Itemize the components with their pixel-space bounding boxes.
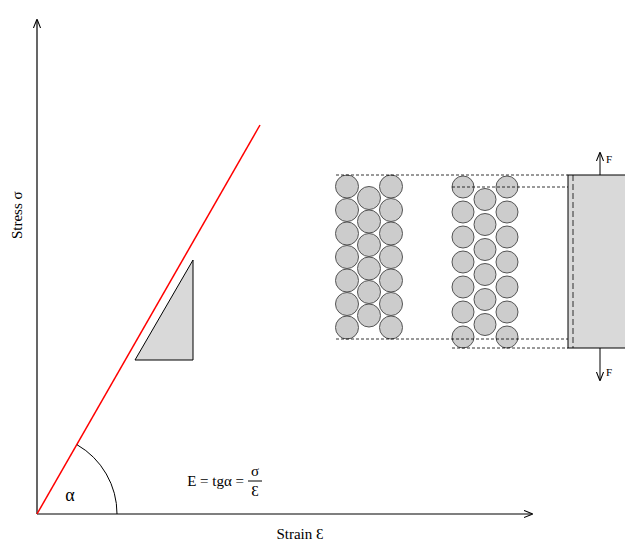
atom <box>474 214 496 236</box>
y-axis <box>36 20 37 514</box>
dashed-guide <box>452 348 568 349</box>
x-axis <box>37 513 532 514</box>
atom <box>336 246 359 269</box>
atom <box>380 246 403 269</box>
axis-title: Stress σ <box>9 191 26 239</box>
atom <box>336 293 359 316</box>
atom <box>336 199 359 222</box>
force-label: F <box>606 153 612 165</box>
atom <box>474 264 496 286</box>
force-arrow <box>600 153 601 175</box>
atom <box>474 314 496 336</box>
atom <box>336 222 359 245</box>
atom <box>336 316 359 339</box>
atom <box>358 234 381 257</box>
atom <box>452 251 474 273</box>
fraction-bar <box>248 481 262 482</box>
formula: E = tgα = <box>187 473 244 490</box>
atom <box>380 199 403 222</box>
atom <box>474 289 496 311</box>
atom <box>452 326 474 348</box>
atom <box>336 175 359 198</box>
slope-triangle <box>135 260 193 360</box>
atom <box>496 226 518 248</box>
angle-arc <box>77 445 117 514</box>
dashed-guide <box>336 339 568 340</box>
atom <box>380 293 403 316</box>
atom <box>358 210 381 233</box>
atom <box>496 301 518 323</box>
atom <box>380 222 403 245</box>
original-edge <box>573 175 574 348</box>
dashed-guide <box>452 187 568 188</box>
atoms-stretched <box>452 176 518 348</box>
axis-title: Strain Ɛ <box>276 526 323 542</box>
atom <box>380 269 403 292</box>
specimen-bar <box>568 175 625 348</box>
formula-numerator: σ <box>251 463 259 480</box>
atom <box>496 251 518 273</box>
atom <box>496 326 518 348</box>
force-label: F <box>606 366 612 378</box>
atom <box>474 239 496 261</box>
atom <box>452 276 474 298</box>
atom <box>452 301 474 323</box>
atom <box>452 226 474 248</box>
atom <box>474 189 496 211</box>
atom <box>336 269 359 292</box>
angle-symbol: α <box>65 486 74 506</box>
atom <box>358 304 381 327</box>
atom <box>358 257 381 280</box>
elastic-line <box>37 125 260 514</box>
atom <box>380 316 403 339</box>
atoms-initial <box>336 175 403 339</box>
force-arrow <box>600 348 601 380</box>
atom <box>358 281 381 304</box>
atom <box>452 201 474 223</box>
atom <box>358 187 381 210</box>
atom <box>496 276 518 298</box>
atom <box>496 201 518 223</box>
atom <box>380 175 403 198</box>
dashed-guide <box>336 175 568 176</box>
formula-denominator: Ɛ <box>251 483 259 500</box>
